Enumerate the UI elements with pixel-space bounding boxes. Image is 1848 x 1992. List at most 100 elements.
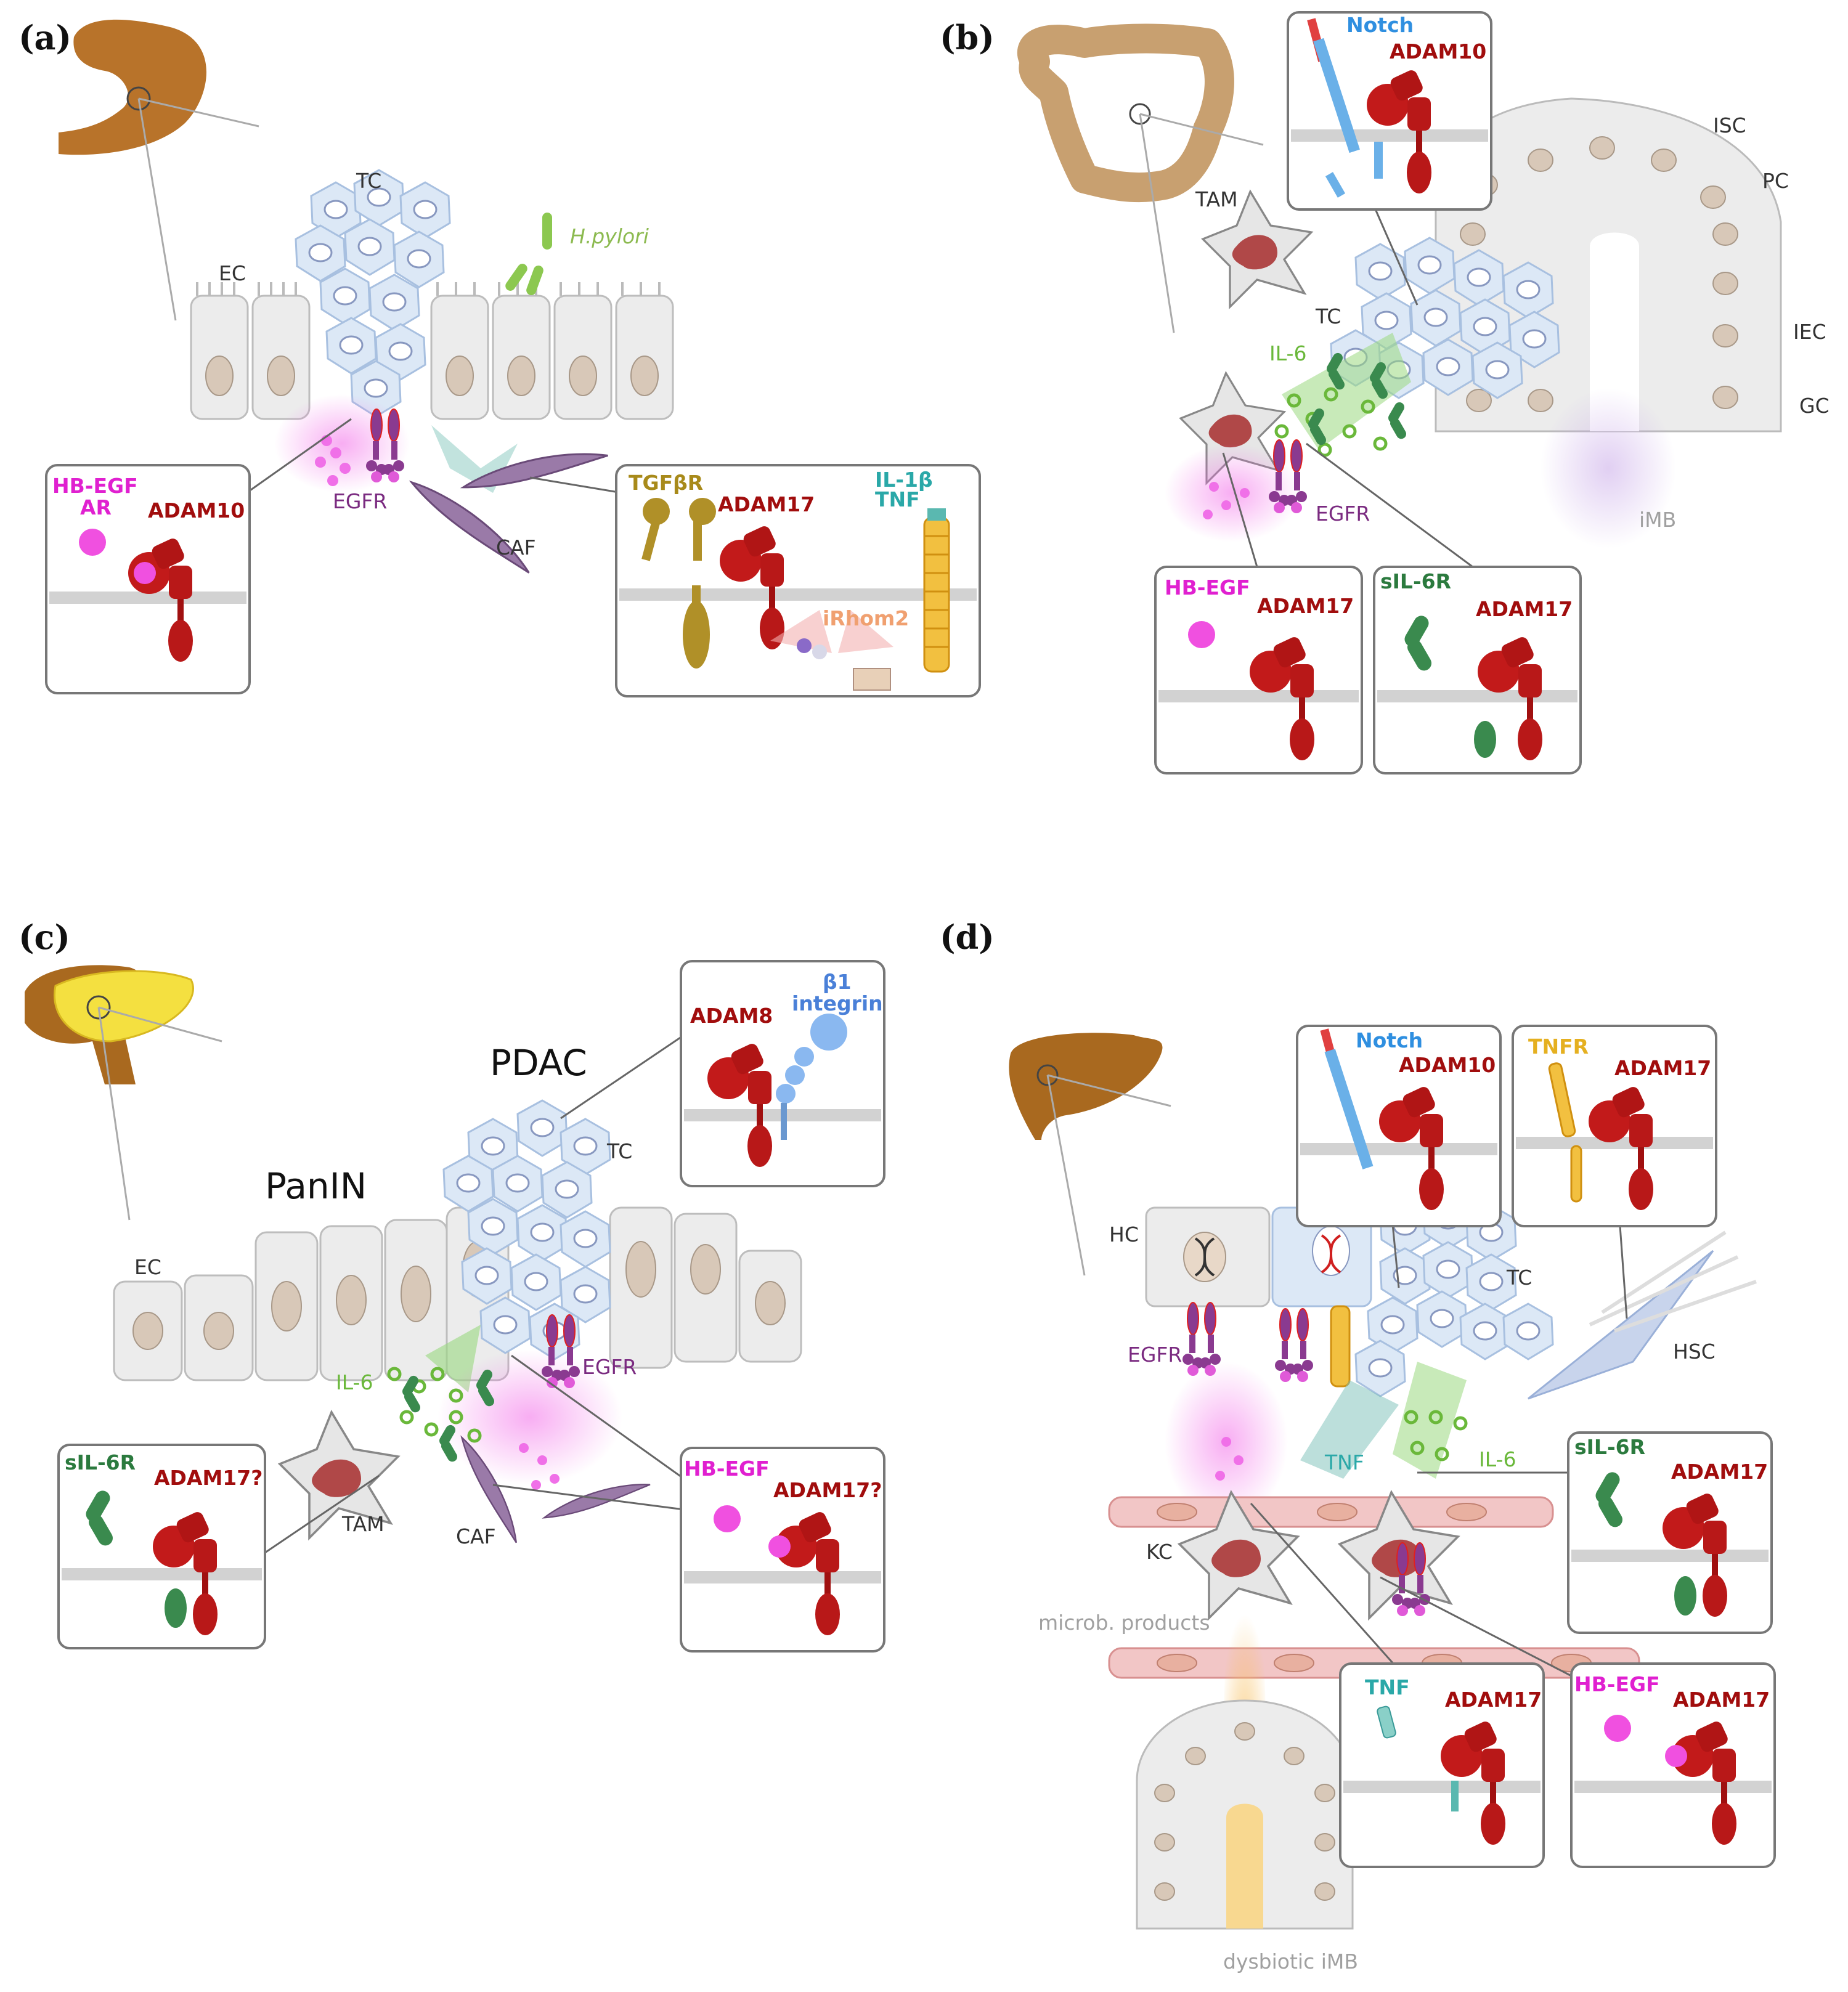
- caf-label-c: CAF: [456, 1524, 496, 1548]
- tam-label: TAM: [1195, 187, 1238, 211]
- dysbiotic-imb-label: dysbiotic iMB: [1223, 1949, 1358, 1974]
- panel-a-box-adam10: HB-EGF AR ADAM10: [45, 464, 251, 694]
- adam17-label-d4: ADAM17: [1673, 1688, 1770, 1712]
- hsc-cell: [1528, 1230, 1757, 1400]
- intestinal-crypt-d: [1136, 1699, 1354, 1930]
- tc-label-c: TC: [606, 1139, 632, 1163]
- il1b-label: IL-1β: [875, 468, 933, 492]
- il1b-tnf-stack-icon: [923, 508, 950, 673]
- tnf-label: TNF: [875, 487, 920, 511]
- panel-d: (d) HC TC HSC: [940, 917, 1776, 1974]
- kc-label: KC: [1146, 1540, 1173, 1564]
- panel-c-box-adam8: ADAM8 β1 integrin: [680, 960, 885, 1187]
- panel-d-label: (d): [940, 917, 995, 957]
- adam17-label-d1: ADAM17: [1614, 1056, 1711, 1080]
- hbegf-label-c: HB-EGF: [684, 1457, 770, 1481]
- microb-products-label: microb. products: [1038, 1611, 1210, 1635]
- ec-label: EC: [219, 261, 246, 285]
- egfr-label-c: EGFR: [582, 1355, 637, 1379]
- panel-d-box-notch-adam10: Notch ADAM10: [1296, 1025, 1502, 1227]
- notch-label-d: Notch: [1356, 1028, 1423, 1052]
- panel-a-box-adam17: TGFβR ADAM17 IL-1β TNF iRhom2: [615, 464, 981, 697]
- b1-integrin-icon: [776, 1014, 847, 1140]
- tc-label-b: TC: [1315, 304, 1341, 328]
- adam17q-label-c1: ADAM17?: [154, 1466, 263, 1490]
- adam17q-label-c2: ADAM17?: [773, 1478, 882, 1502]
- adam10-label: ADAM10: [148, 498, 245, 522]
- isc-label: ISC: [1713, 113, 1746, 137]
- adam17-label: ADAM17: [718, 492, 815, 516]
- sil6r-label-d: sIL-6R: [1574, 1435, 1645, 1459]
- egfr-label-d: EGFR: [1128, 1343, 1182, 1367]
- hc-label: HC: [1109, 1222, 1139, 1246]
- sil6r-label-b: sIL-6R: [1380, 569, 1451, 593]
- egfr-label-b: EGFR: [1316, 502, 1370, 526]
- integrin-label: integrin: [792, 991, 883, 1015]
- panel-a-label: (a): [18, 18, 71, 57]
- tc-label: TC: [356, 169, 381, 193]
- tnfr-receptor-icon: [1548, 1062, 1582, 1203]
- ec-epithelium: [190, 295, 674, 420]
- hbegf-label-b: HB-EGF: [1165, 575, 1250, 600]
- tam-label-c: TAM: [341, 1512, 385, 1536]
- tc-label-d: TC: [1506, 1266, 1532, 1290]
- adam8-label: ADAM8: [690, 1004, 773, 1028]
- imb-label: iMB: [1639, 508, 1676, 532]
- h-pylori-icon: [505, 213, 552, 295]
- gc-label: GC: [1799, 394, 1830, 418]
- hc-cells: [1145, 1206, 1372, 1307]
- adam10-label-b: ADAM10: [1390, 39, 1486, 63]
- hpylori-label: H.pylori: [570, 224, 649, 248]
- adam17-label-d3: ADAM17: [1445, 1688, 1542, 1712]
- panel-d-box-tnf-adam17: TNF ADAM17: [1339, 1662, 1545, 1868]
- adam17-label-b2: ADAM17: [1476, 597, 1573, 621]
- ar-label: AR: [80, 495, 112, 519]
- notch-receptor-icon: [1307, 18, 1383, 198]
- il6-label-d: IL-6: [1479, 1447, 1516, 1471]
- adam17-label-d2: ADAM17: [1671, 1460, 1768, 1484]
- adam17-label-b1: ADAM17: [1257, 594, 1354, 618]
- irhom2-icon: [797, 638, 891, 691]
- colon-organ-icon: [1017, 23, 1234, 203]
- panel-b-box-hbegf-adam17: HB-EGF ADAM17: [1154, 566, 1363, 774]
- egfr-receptor-d2: [1274, 1308, 1314, 1383]
- liver-organ-icon: [1009, 1033, 1163, 1140]
- panin-label: PanIN: [265, 1165, 367, 1207]
- egfr-label: EGFR: [333, 489, 387, 513]
- panel-b-box-notch-adam10: Notch ADAM10: [1287, 11, 1492, 211]
- notch-label-b: Notch: [1346, 13, 1414, 37]
- caf-label: CAF: [496, 535, 536, 559]
- panel-c-label: (c): [18, 917, 70, 957]
- hsc-label: HSC: [1673, 1340, 1716, 1364]
- tgfbr-label: TGFβR: [629, 471, 703, 495]
- b1-label: β1: [823, 970, 852, 994]
- panel-d-box-sil6r-adam17: sIL-6R ADAM17: [1567, 1431, 1773, 1634]
- panel-b-label: (b): [940, 18, 995, 57]
- ec-label-c: EC: [134, 1255, 161, 1279]
- tnf-label-box: TNF: [1365, 1675, 1410, 1699]
- iec-label: IEC: [1793, 320, 1826, 344]
- panel-b: (b) ISC PC IEC GC iMB: [940, 11, 1830, 774]
- sil6r-label-c: sIL-6R: [65, 1450, 136, 1474]
- il6-label-b: IL-6: [1269, 341, 1306, 365]
- tnf-label-d: TNF: [1324, 1450, 1364, 1474]
- tnfr-label: TNFR: [1528, 1035, 1589, 1059]
- panel-d-box-hbegf-adam17: HB-EGF ADAM17: [1570, 1662, 1776, 1868]
- tc-cluster: [295, 169, 451, 418]
- panel-c: (c) EC PanIN PDAC TC: [18, 917, 885, 1653]
- hbegf-ligand-icon: [79, 529, 106, 556]
- panel-d-box-tnfr-adam17: TNFR ADAM17: [1512, 1025, 1717, 1227]
- irhom2-label: iRhom2: [823, 606, 909, 630]
- pc-label: PC: [1762, 169, 1789, 193]
- tgfbr-receptor-icon: [641, 498, 716, 669]
- panel-c-box-hbegf-adam17: HB-EGF ADAM17?: [680, 1447, 885, 1653]
- il6-label-c: IL-6: [336, 1370, 373, 1394]
- caf-cells: [408, 445, 611, 582]
- panel-a: (a) TC: [18, 18, 981, 697]
- hbegf-label-d: HB-EGF: [1574, 1672, 1660, 1696]
- pdac-label: PDAC: [490, 1042, 587, 1084]
- stomach-organ-icon: [59, 19, 206, 155]
- panel-b-box-sil6r-adam17: sIL-6R ADAM17: [1373, 566, 1582, 774]
- panel-c-box-sil6r-adam17: sIL-6R ADAM17?: [57, 1444, 266, 1649]
